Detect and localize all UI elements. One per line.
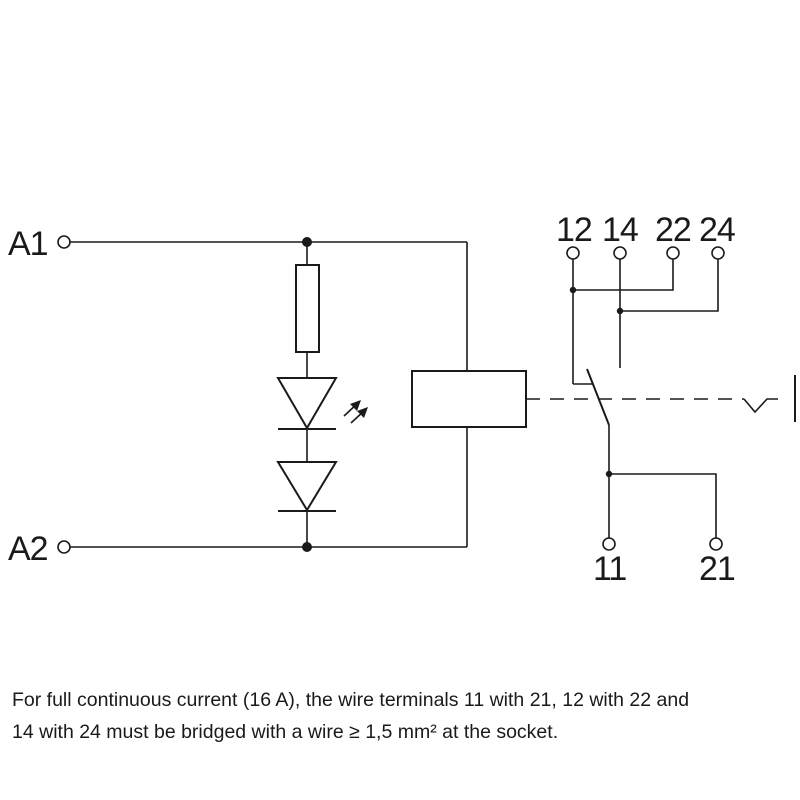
junction-11-21 [605, 470, 613, 478]
protection-diode [276, 461, 338, 512]
label-a1: A1 [8, 225, 48, 263]
relay-coil [411, 370, 527, 428]
terminal-21 [709, 537, 723, 551]
label-14: 14 [602, 211, 638, 249]
note-line-2: 14 with 24 must be bridged with a wire ≥… [12, 721, 559, 743]
wiring-note: For full continuous current (16 A), the … [12, 684, 792, 748]
label-a2: A2 [8, 530, 48, 568]
note-line-1: For full continuous current (16 A), the … [12, 689, 690, 711]
relay-circuit-diagram: A1 A2 12 14 22 24 [8, 211, 796, 588]
junction-14-24 [616, 307, 624, 315]
contact-blade [586, 368, 610, 426]
light-emission-arrows-icon [343, 400, 368, 424]
terminal-11 [602, 537, 616, 551]
junction-12-22 [569, 286, 577, 294]
label-12: 12 [556, 211, 592, 249]
terminal-a2 [57, 540, 71, 554]
wire-24 [620, 259, 719, 312]
manual-actuator [743, 398, 778, 414]
wire-21 [609, 473, 717, 538]
label-21: 21 [699, 550, 735, 588]
label-22: 22 [655, 211, 691, 249]
resistor [295, 264, 320, 353]
wire-22 [573, 259, 674, 291]
led-diode [276, 377, 338, 430]
terminal-a1 [57, 235, 71, 249]
label-24: 24 [699, 211, 735, 249]
label-11: 11 [593, 550, 626, 588]
